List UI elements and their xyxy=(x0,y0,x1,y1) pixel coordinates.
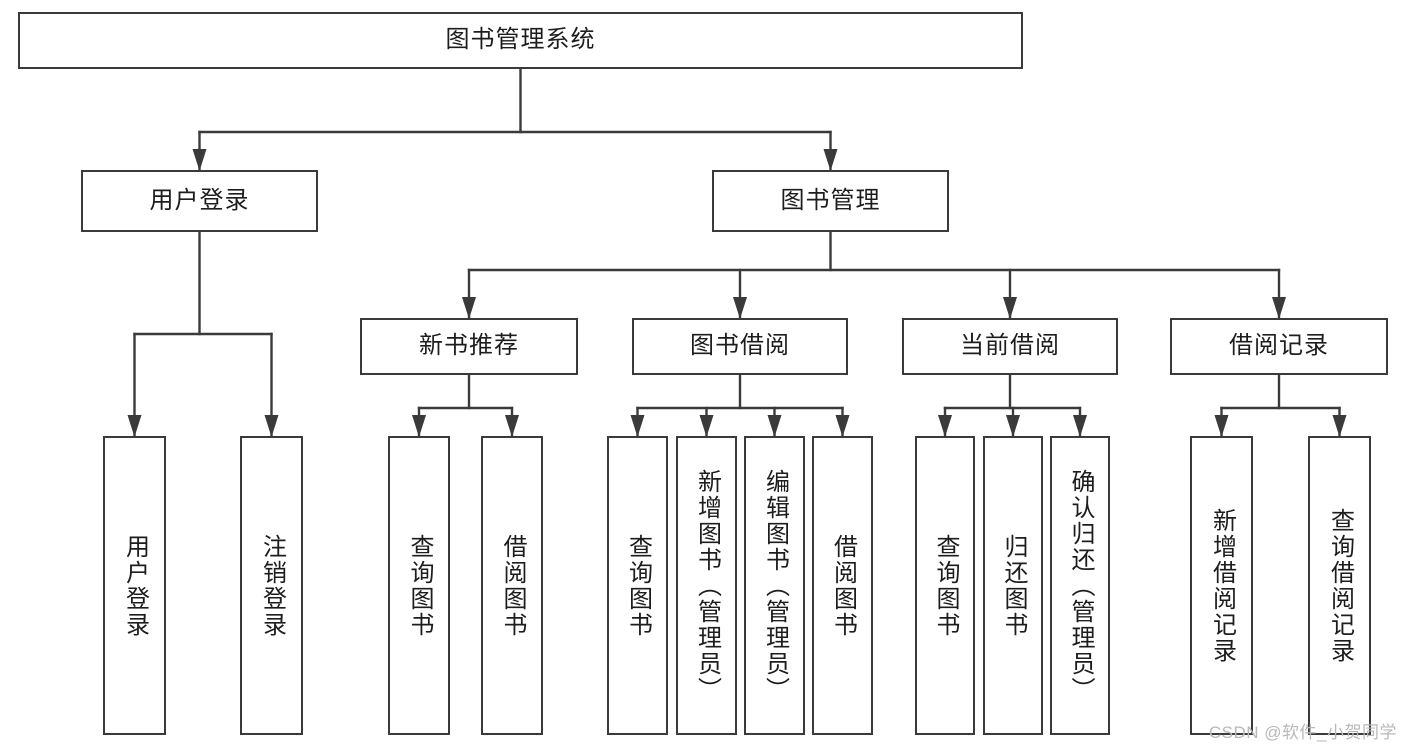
node-current-borrow[interactable]: 当前借阅 xyxy=(902,318,1118,375)
leaf-user-login[interactable]: 用户登录 xyxy=(103,436,166,735)
node-borrow-record[interactable]: 借阅记录 xyxy=(1170,318,1388,375)
leaf-edit-book-admin-label: 编辑图书（管理员） xyxy=(761,468,789,703)
leaf-query-book-2-label: 查询图书 xyxy=(624,533,652,638)
leaf-query-book-1-label: 查询图书 xyxy=(406,533,433,638)
node-new-book-recommend[interactable]: 新书推荐 xyxy=(360,318,578,375)
leaf-return-book[interactable]: 归还图书 xyxy=(983,436,1043,735)
leaf-query-book-2[interactable]: 查询图书 xyxy=(607,436,668,735)
leaf-query-borrow-record[interactable]: 查询借阅记录 xyxy=(1308,436,1371,735)
leaf-edit-book-admin[interactable]: 编辑图书（管理员） xyxy=(744,436,805,735)
leaf-add-borrow-record[interactable]: 新增借阅记录 xyxy=(1190,436,1253,735)
node-user-login-label: 用户登录 xyxy=(149,186,250,214)
node-book-borrow[interactable]: 图书借阅 xyxy=(632,318,848,375)
node-book-manage-label: 图书管理 xyxy=(780,186,881,214)
leaf-query-book-3-label: 查询图书 xyxy=(932,533,959,638)
node-root-label: 图书管理系统 xyxy=(445,26,596,54)
leaf-add-book-admin-label: 新增图书（管理员） xyxy=(693,468,721,703)
csdn-watermark: CSDN @软件_小贺同学 xyxy=(1208,723,1397,742)
node-book-manage[interactable]: 图书管理 xyxy=(712,170,949,232)
leaf-borrow-book-2-label: 借阅图书 xyxy=(829,533,857,638)
leaf-confirm-return-admin-label: 确认归还（管理员） xyxy=(1067,468,1094,703)
node-new-book-recommend-label: 新书推荐 xyxy=(419,332,519,360)
leaf-query-book-1[interactable]: 查询图书 xyxy=(388,436,450,735)
node-user-login[interactable]: 用户登录 xyxy=(81,170,318,232)
leaf-query-borrow-record-label: 查询借阅记录 xyxy=(1326,507,1354,664)
node-book-borrow-label: 图书借阅 xyxy=(690,332,790,360)
leaf-return-book-label: 归还图书 xyxy=(1000,533,1027,638)
node-current-borrow-label: 当前借阅 xyxy=(960,332,1060,360)
leaf-user-login-label: 用户登录 xyxy=(121,533,149,638)
leaf-add-book-admin[interactable]: 新增图书（管理员） xyxy=(676,436,737,735)
node-borrow-record-label: 借阅记录 xyxy=(1229,332,1329,360)
leaf-borrow-book-1[interactable]: 借阅图书 xyxy=(481,436,543,735)
leaf-logout-login-label: 注销登录 xyxy=(258,533,286,638)
leaf-borrow-book-1-label: 借阅图书 xyxy=(499,533,526,638)
leaf-logout-login[interactable]: 注销登录 xyxy=(240,436,303,735)
leaf-confirm-return-admin[interactable]: 确认归还（管理员） xyxy=(1050,436,1110,735)
leaf-query-book-3[interactable]: 查询图书 xyxy=(915,436,975,735)
node-root[interactable]: 图书管理系统 xyxy=(18,12,1023,69)
leaf-add-borrow-record-label: 新增借阅记录 xyxy=(1208,507,1236,664)
leaf-borrow-book-2[interactable]: 借阅图书 xyxy=(812,436,873,735)
